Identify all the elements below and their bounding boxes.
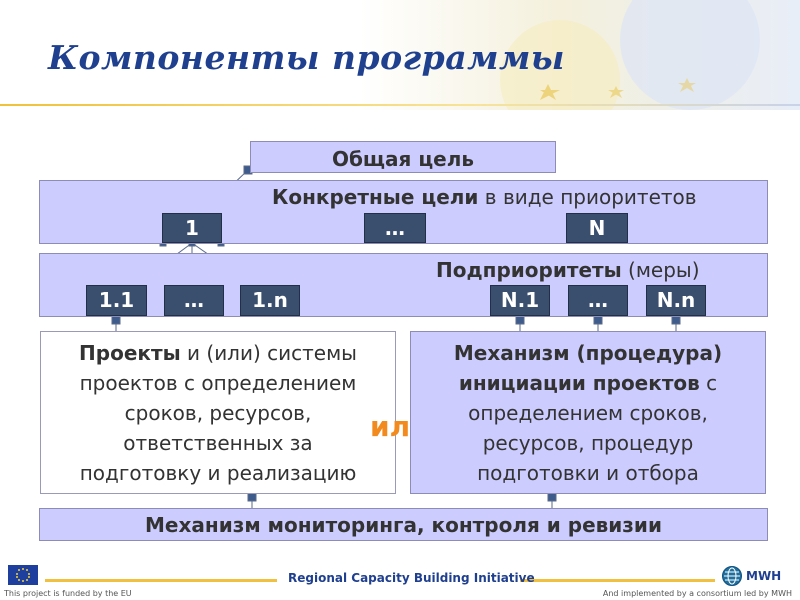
globe-icon [722, 566, 742, 586]
page-title: Компоненты программы [48, 38, 565, 77]
priority-n: N [566, 213, 628, 243]
header-divider [0, 104, 800, 106]
mechanism-line-4: ресурсов, процедур [482, 431, 694, 455]
priority-ellipsis: … [364, 213, 426, 243]
mechanism-box: Механизм (процедура) инициации проектов … [410, 331, 766, 494]
projects-line-3: сроков, ресурсов, [124, 401, 312, 425]
projects-bold: Проекты [79, 341, 181, 365]
arrow-endpoint [593, 315, 603, 325]
sub-priorities-label: Подприоритеты (меры) [436, 258, 700, 282]
specific-goals-rest: в виде приоритетов [478, 185, 697, 209]
projects-line-1-rest: и (или) системы [180, 341, 357, 365]
footer-rule [45, 579, 277, 582]
mechanism-line-2-rest: с [699, 371, 718, 395]
projects-text: Проекты и (или) системы проектов с опред… [41, 338, 395, 488]
measure-n-n: N.n [646, 285, 706, 316]
projects-line-5: подготовку и реализацию [79, 461, 357, 485]
projects-line-2: проектов с определением [79, 371, 357, 395]
specific-goals-label: Конкретные цели в виде приоритетов [272, 185, 697, 209]
mechanism-line-2: инициации проектов с [411, 368, 765, 398]
mwh-logo: MWH [746, 569, 782, 583]
projects-box: Проекты и (или) системы проектов с опред… [40, 331, 396, 494]
footer: Regional Capacity Building Initiative MW… [0, 560, 800, 600]
arrow-endpoint [547, 492, 557, 502]
mechanism-bold: инициации проектов [458, 371, 700, 395]
monitoring-label: Механизм мониторинга, контроля и ревизии [145, 513, 662, 537]
measure-n-ellipsis: … [568, 285, 628, 316]
initiative-label: Regional Capacity Building Initiative [288, 571, 535, 585]
measure-1-n: 1.n [240, 285, 300, 316]
footer-rule-right [520, 579, 715, 582]
arrow-endpoint [671, 315, 681, 325]
general-goal-label: Общая цель [331, 147, 475, 171]
eu-stars [16, 568, 30, 582]
mechanism-line-3: определением сроков, [468, 401, 708, 425]
priority-1: 1 [162, 213, 222, 243]
header-band: Компоненты программы [0, 0, 800, 110]
projects-line-4: ответственных за [123, 431, 313, 455]
arrow-endpoint [111, 315, 121, 325]
mechanism-line-1: Механизм (процедура) [453, 341, 723, 365]
header-decoration [500, 0, 760, 110]
mechanism-text: Механизм (процедура) инициации проектов … [411, 338, 765, 488]
eu-flag-icon [8, 565, 38, 585]
measure-1-ellipsis: … [164, 285, 224, 316]
funded-note: This project is funded by the EU [4, 589, 132, 598]
mechanism-line-5: подготовки и отбора [477, 461, 699, 485]
general-goal-box: Общая цель [250, 141, 556, 173]
projects-line-1: Проекты и (или) системы [41, 338, 395, 368]
sub-priorities-rest: (меры) [621, 258, 700, 282]
arrow-endpoint [247, 492, 257, 502]
monitoring-box: Механизм мониторинга, контроля и ревизии [39, 508, 768, 541]
sub-priorities-bold: Подприоритеты [436, 258, 622, 282]
measure-n-1: N.1 [490, 285, 550, 316]
arrow-endpoint [515, 315, 525, 325]
specific-goals-bold: Конкретные цели [272, 185, 479, 209]
measure-1-1: 1.1 [86, 285, 147, 316]
globe-lines [724, 567, 740, 585]
implemented-note: And implemented by a consortium led by M… [602, 589, 792, 598]
